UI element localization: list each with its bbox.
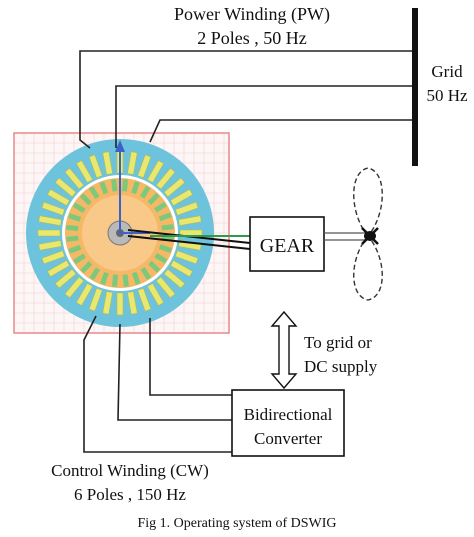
- axis-arrowhead-icon: [115, 140, 125, 152]
- power-winding-spec: 2 Poles , 50 Hz: [197, 28, 307, 48]
- blade-bottom-icon: [353, 234, 383, 301]
- power-winding-wires: [79, 50, 412, 149]
- grid-bar: [412, 8, 418, 166]
- bidirectional-converter: Bidirectional Converter: [231, 389, 345, 457]
- converter-label-line1: Bidirectional: [244, 405, 333, 424]
- supply-note-line2: DC supply: [304, 357, 378, 376]
- stator-slots: [37, 150, 203, 316]
- control-winding-title: Control Winding (CW): [51, 461, 209, 480]
- generator-cross-section: [13, 132, 230, 334]
- converter-label-line2: Converter: [254, 429, 322, 448]
- blade-top-icon: [353, 167, 383, 238]
- supply-note-line1: To grid or: [304, 333, 372, 352]
- drive-shaft: [127, 229, 251, 250]
- grid-frequency: 50 Hz: [426, 86, 468, 105]
- figure-caption: Fig 1. Operating system of DSWIG: [137, 516, 336, 531]
- power-winding-title: Power Winding (PW): [174, 4, 330, 25]
- gearbox: GEAR: [249, 216, 325, 272]
- wind-turbine: [324, 167, 383, 301]
- control-winding-spec: 6 Poles , 150 Hz: [74, 485, 186, 504]
- grid-busbar: Grid 50 Hz: [412, 8, 468, 166]
- converter-body: [231, 389, 345, 457]
- bidirectional-arrow-icon: [270, 310, 298, 390]
- gearbox-label: GEAR: [260, 235, 315, 257]
- gearbox-body: [249, 216, 325, 272]
- grid-label: Grid: [431, 62, 463, 81]
- control-winding-wires: [83, 315, 232, 453]
